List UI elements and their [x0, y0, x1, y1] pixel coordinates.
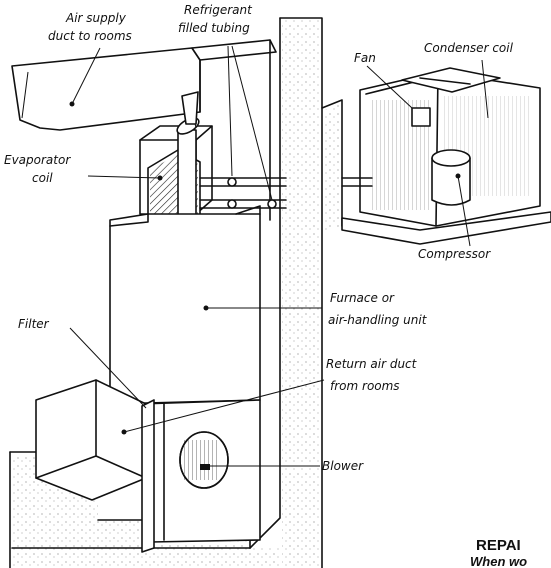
footer-text: REPAI When wo	[470, 537, 527, 568]
label-furnace-2: air-handling unit	[328, 313, 428, 327]
label-evaporator-2: coil	[32, 171, 53, 185]
label-refrigerant-1: Refrigerant	[184, 3, 253, 17]
refrigerant-tubing	[199, 177, 287, 209]
label-condenser: Condenser coil	[424, 41, 514, 55]
label-furnace-1: Furnace or	[330, 291, 395, 305]
label-refrigerant-2: filled tubing	[178, 21, 250, 35]
labels: Air supply duct to rooms Refrigerant fil…	[4, 3, 514, 473]
label-fan: Fan	[354, 51, 376, 65]
furnace-unit	[109, 205, 261, 543]
flue-pipe	[176, 91, 200, 233]
footer-heading: REPAI	[476, 537, 521, 554]
blower	[179, 431, 229, 489]
label-evaporator-1: Evaporator	[4, 153, 71, 167]
label-return-1: Return air duct	[326, 357, 418, 371]
return-air-duct	[35, 379, 155, 553]
label-compressor: Compressor	[418, 247, 491, 261]
outdoor-condenser-unit	[321, 67, 551, 245]
label-air-supply-2: duct to rooms	[48, 29, 132, 43]
label-air-supply-1: Air supply	[65, 11, 127, 25]
footer-subline: When wo	[470, 554, 527, 568]
leader-lines	[69, 45, 489, 467]
label-filter: Filter	[18, 317, 50, 331]
air-supply-duct	[11, 39, 277, 221]
label-blower: Blower	[322, 459, 364, 473]
label-return-2: from rooms	[330, 379, 400, 393]
